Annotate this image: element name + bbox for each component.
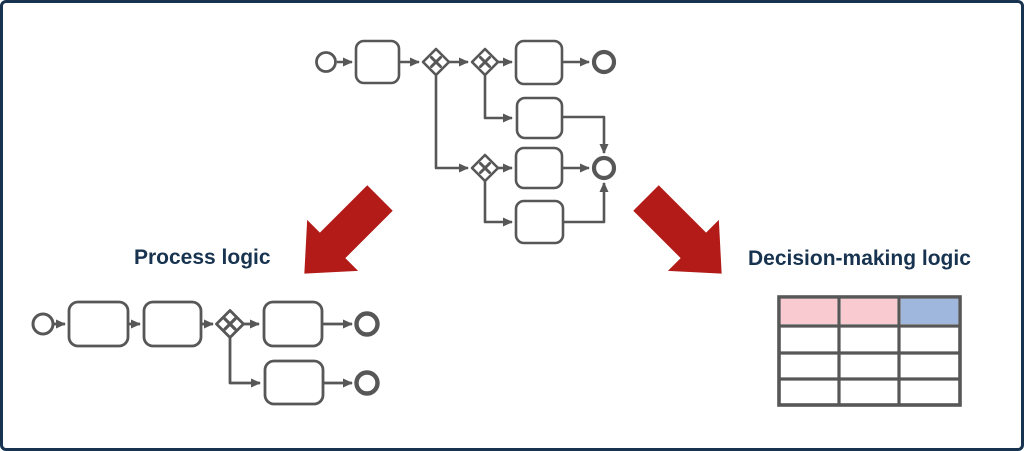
decision-table-header-cell	[900, 298, 959, 325]
task-shape	[262, 300, 324, 348]
task-shape	[515, 96, 564, 140]
arrow-to-decision-logic	[633, 185, 722, 274]
source-process-diagram	[315, 39, 617, 245]
xor-gateway-icon	[470, 47, 500, 77]
decision-table	[777, 295, 962, 407]
sequence-flow	[483, 75, 513, 123]
decision-table-gridlines	[779, 297, 960, 405]
process-logic-diagram	[31, 300, 380, 406]
diagram-artwork	[31, 39, 962, 407]
xor-gateway-icon	[215, 309, 245, 339]
end-event-icon	[591, 155, 617, 181]
sequence-flow	[228, 337, 261, 388]
xor-gateway-icon	[421, 47, 451, 77]
decision-table-header-cell	[840, 298, 898, 325]
task-shape	[514, 199, 565, 245]
process-logic-label: Process logic	[134, 246, 271, 269]
task-shape	[514, 146, 564, 190]
down-left-arrow-icon	[304, 185, 393, 274]
task-shape	[263, 359, 325, 406]
task-shape	[142, 300, 203, 348]
sequence-flow	[434, 75, 469, 173]
sequence-flow	[563, 182, 609, 224]
end-event-icon	[354, 311, 380, 337]
end-event-icon	[354, 370, 380, 396]
sequence-flow	[562, 115, 609, 154]
end-event-icon	[591, 49, 617, 75]
task-shape	[514, 39, 564, 86]
xor-gateway-icon	[470, 153, 500, 183]
down-right-arrow-icon	[633, 185, 722, 274]
start-event-icon	[31, 312, 55, 336]
decision-making-logic-label: Decision-making logic	[748, 247, 971, 270]
task-shape	[67, 300, 130, 348]
start-event-icon	[315, 51, 337, 73]
decision-table-header-cell	[780, 298, 838, 325]
arrow-to-process-logic	[304, 185, 393, 274]
task-shape	[354, 39, 401, 85]
sequence-flow	[483, 181, 513, 227]
